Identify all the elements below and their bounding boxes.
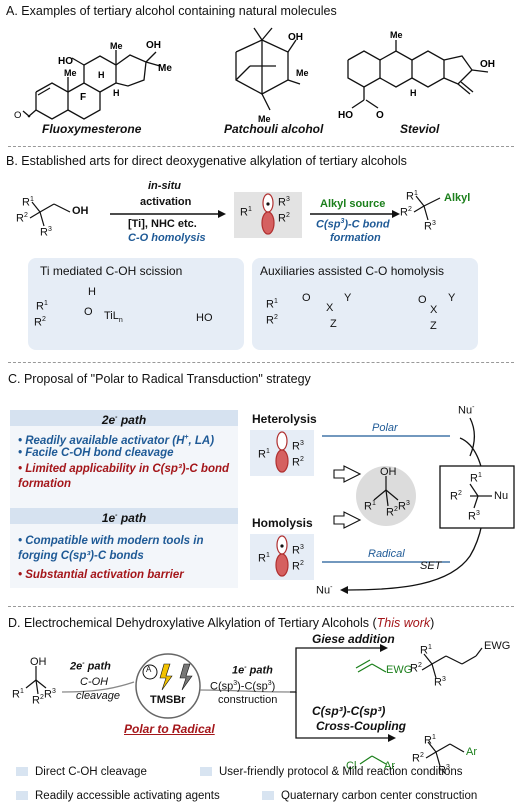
paths-box	[10, 410, 238, 588]
cleavage-label-1: C-OH	[80, 676, 109, 688]
nu-top: Nu-	[458, 404, 475, 417]
fluoxymesterone-structure	[22, 50, 161, 120]
bond-formation-line1: C(sp3)-C bond	[316, 218, 390, 231]
set-label: SET	[420, 560, 442, 572]
molecule-label-steviol: Steviol	[400, 122, 440, 136]
ar-product: Ar	[466, 746, 477, 758]
construction-label-2: construction	[218, 694, 278, 706]
svg-text:H: H	[113, 88, 120, 98]
one-e-point-2: • Substantial activation barrier	[18, 569, 184, 581]
svg-text:OH: OH	[480, 59, 495, 70]
two-e-point-2: • Facile C-OH bond cleavage	[18, 447, 174, 459]
feature-1: Direct C-OH cleavage	[16, 766, 147, 778]
anode-icon: A	[146, 665, 152, 674]
polar-to-radical-label: Polar to Radical	[124, 722, 215, 736]
svg-text:Me: Me	[296, 68, 309, 78]
divider-a	[8, 146, 514, 147]
atom-ho: HO	[58, 56, 73, 67]
svg-text:H: H	[98, 70, 105, 80]
svg-text:O: O	[376, 110, 384, 121]
construction-label-1: C(sp3)-C(sp3)	[210, 680, 276, 693]
svg-text:Me: Me	[258, 114, 271, 124]
activation-line2: activation	[140, 196, 192, 208]
two-e-path-label: 2e- path	[70, 660, 111, 673]
feature-2: User-friendly protocol & Mild reaction c…	[200, 766, 463, 778]
radical-label: Radical	[368, 548, 405, 560]
nu-bottom: Nu-	[316, 584, 333, 597]
steviol-structure	[347, 40, 489, 109]
feature-3: Readily accessible activating agents	[16, 790, 220, 802]
divider-b	[8, 362, 514, 363]
bond-formation-line2: formation	[330, 232, 381, 244]
activation-homolysis: C-O homolysis	[128, 232, 206, 244]
patchouli-structure	[235, 27, 301, 111]
cross-coupling-line1: C(sp³)-C(sp³)	[312, 704, 386, 718]
polar-label: Polar	[372, 422, 398, 434]
svg-text:OH: OH	[288, 32, 303, 43]
svg-text:Me: Me	[110, 41, 123, 51]
auxiliaries-box	[252, 258, 478, 350]
giese-label: Giese addition	[312, 632, 395, 646]
one-e-point-1: • Compatible with modern tools in forgin…	[18, 535, 204, 562]
svg-text:Me: Me	[390, 30, 403, 40]
homolysis-label: Homolysis	[252, 516, 313, 530]
atom-oh: OH	[146, 40, 161, 51]
one-e-path-header: 1e- path	[10, 508, 238, 525]
ar-reagent: Ar	[384, 760, 395, 772]
molecule-label-patchouli: Patchouli alcohol	[224, 122, 324, 136]
atom-o: O	[14, 110, 21, 121]
cleavage-label-2: cleavage	[76, 690, 121, 702]
section-a-title: A. Examples of tertiary alcohol containi…	[6, 4, 337, 18]
svg-text:HO: HO	[338, 110, 353, 121]
molecule-label-fluoxymesterone: Fluoxymesterone	[42, 122, 142, 136]
svg-text:Me: Me	[64, 68, 77, 78]
activation-line1: in-situ	[148, 180, 181, 192]
ewg-reagent: EWG	[386, 664, 413, 676]
heterolysis-label: Heterolysis	[252, 412, 317, 426]
atom-me: Me	[158, 63, 172, 74]
two-e-point-1: • Readily available activator (H+, LA)	[18, 434, 215, 447]
feature-4: Quaternary carbon center construction	[262, 790, 477, 802]
ti-mediated-box	[28, 258, 244, 350]
aux-box-title: Auxiliaries assisted C-O homolysis	[260, 264, 445, 278]
activation-reagents: [Ti], NHC etc.	[128, 218, 197, 230]
ewg-product: EWG	[484, 640, 511, 652]
reagent-label: TMSBr	[150, 694, 186, 706]
alkyl-source-label: Alkyl source	[320, 198, 386, 210]
svg-text:H: H	[410, 88, 417, 98]
section-c-title: C. Proposal of "Polar to Radical Transdu…	[8, 372, 311, 386]
ti-box-title: Ti mediated C-OH scission	[40, 264, 183, 278]
cross-coupling-line2: Cross-Coupling	[316, 719, 406, 733]
two-e-point-3: • Limited applicability in C(sp³)-C bond…	[18, 463, 230, 490]
divider-c	[8, 606, 514, 607]
section-d-title: D. Electrochemical Dehydroxylative Alkyl…	[8, 616, 435, 630]
one-e-path-label: 1e- path	[232, 664, 273, 677]
nu-on-box: Nu	[494, 490, 509, 502]
svg-text:F: F	[80, 92, 86, 103]
section-b-title: B. Established arts for direct deoxygena…	[6, 154, 407, 168]
two-e-path-header: 2e- path	[10, 410, 238, 427]
product-alkyl: Alkyl	[444, 192, 471, 204]
